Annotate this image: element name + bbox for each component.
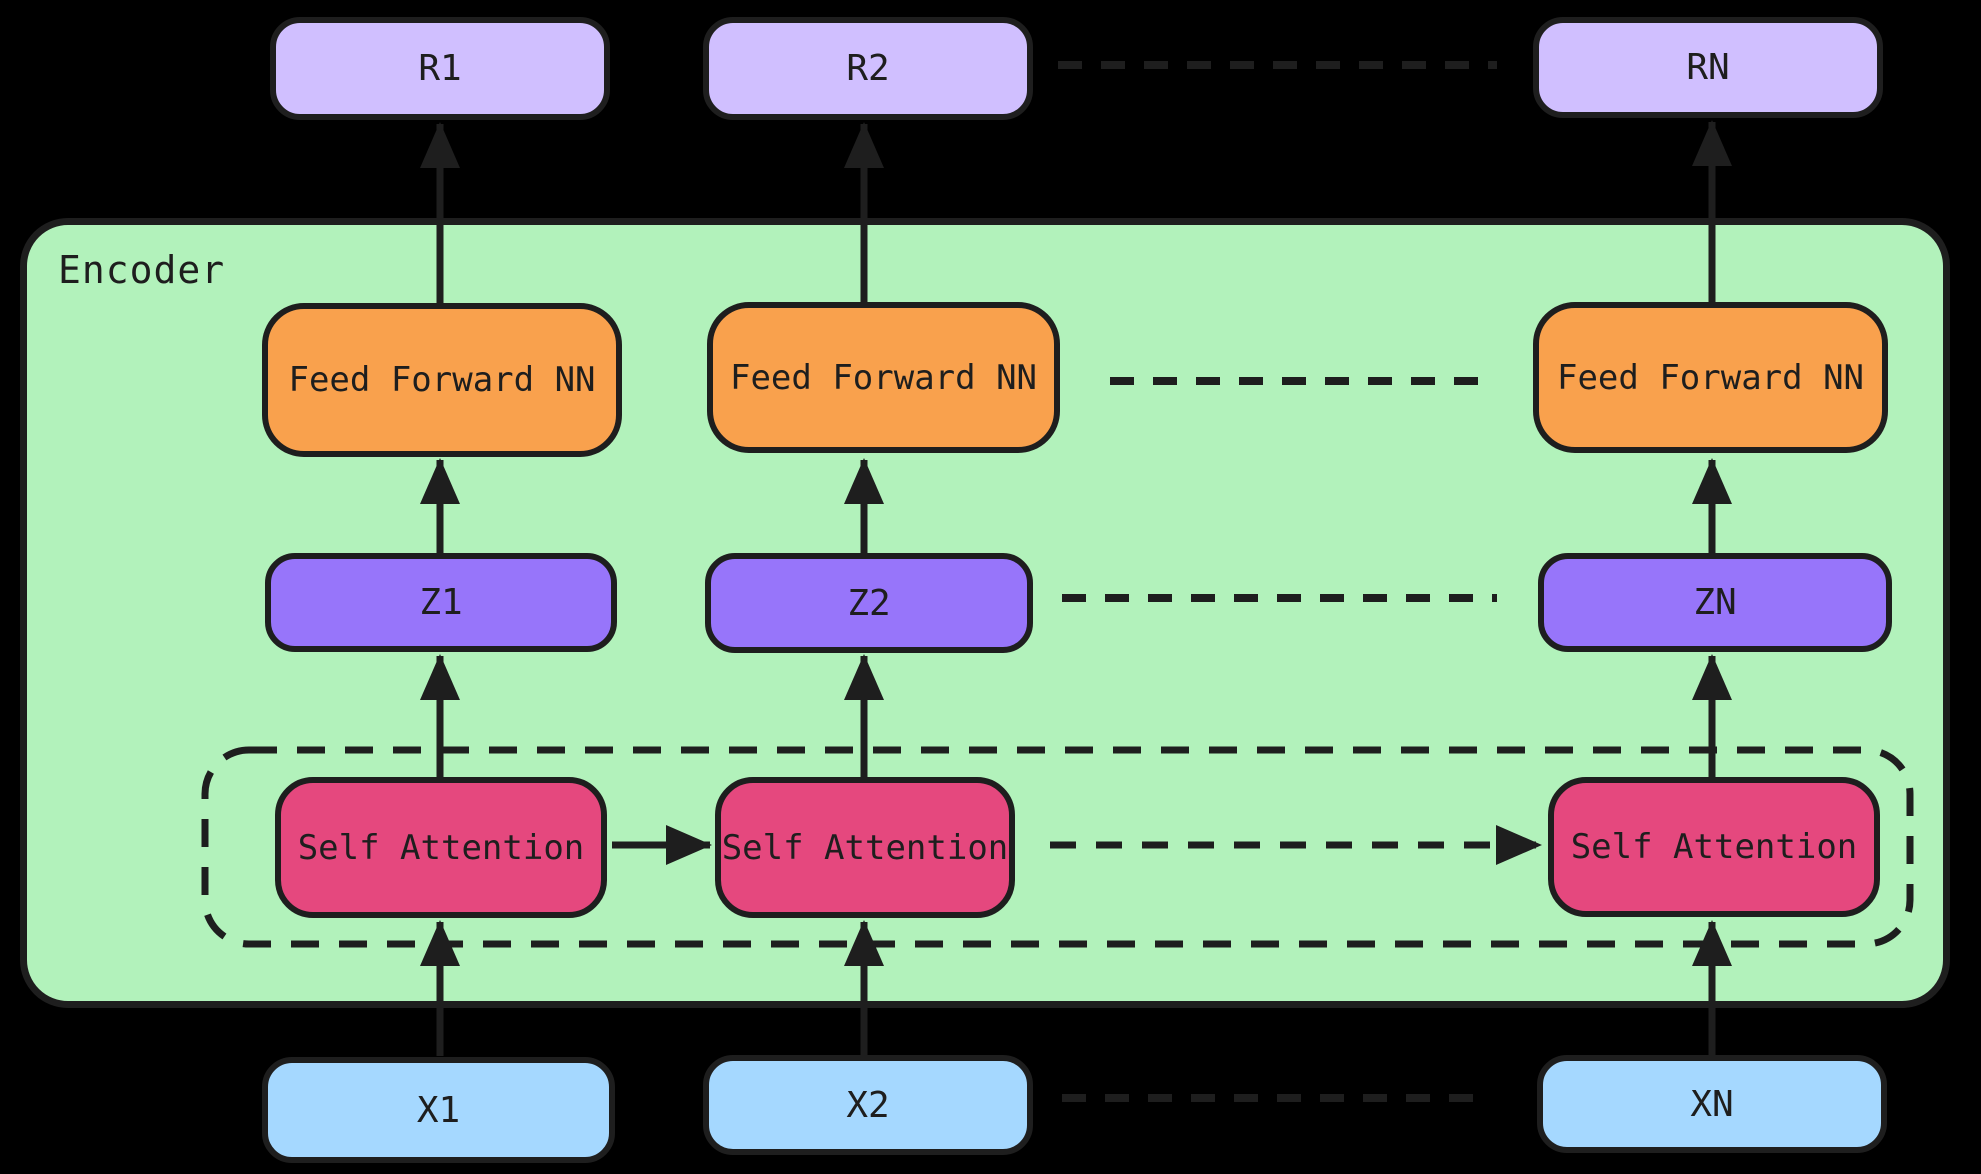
self-attention-box-1: Self Attention [275,777,607,918]
output-box-r1: R1 [270,17,610,120]
input-box-x2: X2 [703,1055,1033,1155]
z-box-n: ZN [1538,553,1892,652]
encoder-label: Encoder [58,248,226,292]
z-box-1: Z1 [265,553,617,652]
feed-forward-box-2: Feed Forward NN [707,302,1060,453]
self-attention-box-n: Self Attention [1548,777,1880,917]
output-box-rn: RN [1533,17,1883,118]
feed-forward-box-1: Feed Forward NN [262,303,622,457]
output-box-r2: R2 [703,17,1033,120]
input-box-x1: X1 [262,1057,615,1163]
self-attention-box-2: Self Attention [715,777,1015,918]
feed-forward-box-n: Feed Forward NN [1533,302,1888,453]
z-box-2: Z2 [705,553,1033,653]
input-box-xn: XN [1537,1055,1887,1153]
